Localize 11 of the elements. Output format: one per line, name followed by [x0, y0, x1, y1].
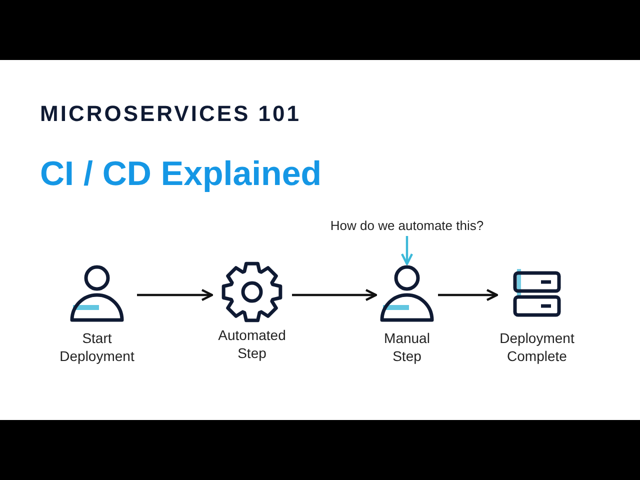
- step-label: Automated Step: [217, 326, 287, 362]
- title: MICROSERVICES 101: [40, 101, 302, 127]
- question-text: How do we automate this?: [329, 217, 485, 235]
- step-label: Deployment Complete: [498, 329, 576, 365]
- arrow: [137, 288, 214, 302]
- step-label: Start Deployment: [58, 329, 136, 365]
- subtitle: CI / CD Explained: [40, 155, 322, 194]
- arrow: [292, 288, 378, 302]
- step-label: Manual Step: [383, 329, 431, 365]
- arrow: [438, 288, 498, 302]
- arrow: [400, 236, 414, 266]
